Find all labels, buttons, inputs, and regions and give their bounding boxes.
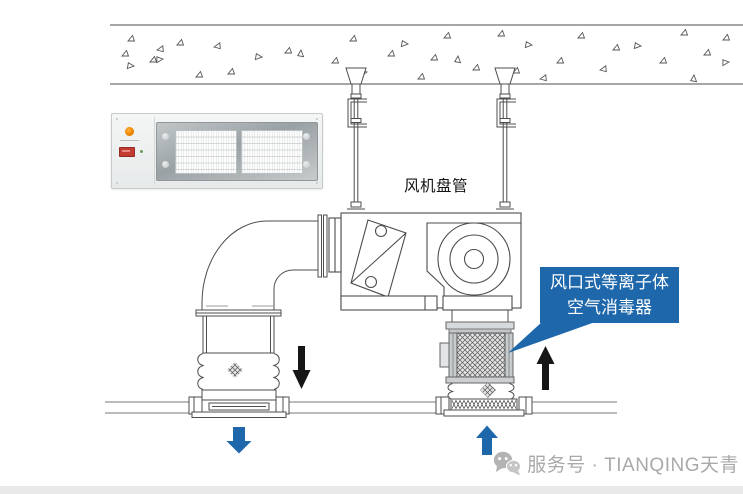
blue-down-arrow-icon: [226, 427, 252, 454]
wechat-icon: [494, 451, 522, 476]
plasma-disinfector-module: [439, 310, 515, 400]
callout-line-1: 风口式等离子体: [550, 273, 669, 292]
product-photo-panel: [111, 113, 323, 189]
callout-pointer: [508, 321, 598, 353]
screw-boss-icon: [303, 133, 310, 140]
screw-icon: [316, 118, 318, 120]
fan-coil-label: 风机盘管: [403, 178, 468, 195]
flex-connector-symbol: [227, 362, 243, 378]
concrete-aggregate-symbols: [121, 29, 730, 84]
return-grille: [435, 396, 533, 417]
suspended-ceiling-lines: [105, 401, 617, 414]
black-up-arrow-icon: [536, 346, 555, 390]
supply-diffuser: [188, 389, 290, 418]
screw-boss-icon: [162, 161, 169, 168]
power-switch-icon: [119, 147, 135, 157]
screw-boss-icon: [303, 161, 310, 168]
flex-connector-symbol: [480, 382, 496, 398]
screw-icon: [116, 182, 118, 184]
indicator-led-icon: [125, 127, 134, 136]
supply-elbow-duct: [195, 214, 328, 390]
louver-grille: [175, 130, 237, 174]
watermark: 服务号 · TIANQING天青: [493, 450, 739, 477]
status-dot-icon: [140, 150, 143, 153]
concrete-slab: [110, 24, 743, 85]
plasma-disinfector-callout: 风口式等离子体 空气消毒器: [540, 267, 679, 323]
fan-coil-unit: [328, 212, 522, 311]
hanger-rod-left: [345, 67, 367, 210]
panel-divider: [154, 117, 155, 185]
grille-frame: [156, 122, 318, 181]
watermark-text: 服务号 · TIANQING天青: [527, 455, 739, 476]
callout-line-2: 空气消毒器: [567, 298, 652, 317]
led-label-line: [120, 140, 139, 141]
screw-icon: [316, 182, 318, 184]
louver-grille: [241, 130, 303, 174]
hanger-rod-right: [494, 67, 516, 210]
black-down-arrow-icon: [292, 346, 311, 389]
bottom-bar: [0, 486, 743, 494]
screw-icon: [116, 118, 118, 120]
screw-boss-icon: [162, 133, 169, 140]
